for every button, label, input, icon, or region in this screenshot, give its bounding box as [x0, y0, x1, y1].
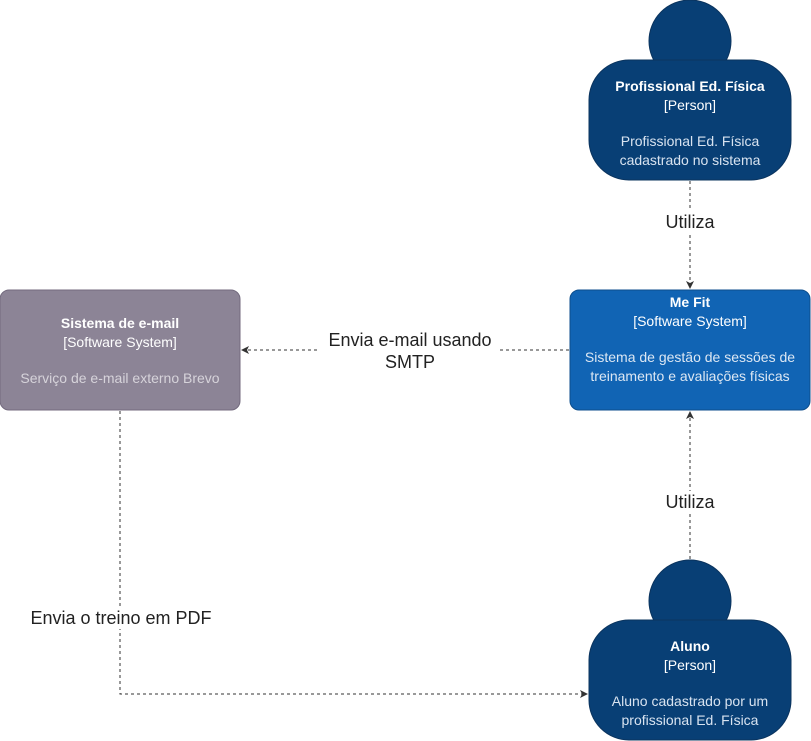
system-mefit-type: [Software System] [633, 313, 747, 329]
person-aluno-type: [Person] [663, 657, 717, 673]
system-email-box[interactable] [0, 289, 241, 411]
edge-label-mefit-smtp: Envia e-mail usando SMTP [320, 329, 500, 373]
person-aluno[interactable] [588, 559, 792, 741]
system-email-description: Serviço de e-mail externo Brevo [20, 370, 220, 386]
system-email-label: Sistema de e-mail [Software System] Serv… [5, 314, 235, 388]
person-aluno-description: Aluno cadastrado por um profissional Ed.… [611, 693, 769, 728]
person-aluno-label: Aluno [Person] Aluno cadastrado por um p… [593, 637, 787, 730]
person-professional-body [588, 59, 792, 181]
person-aluno-body [588, 619, 792, 741]
system-mefit-box[interactable] [569, 289, 811, 411]
edge-label-email-pdf: Envia o treino em PDF [14, 607, 228, 629]
person-professional-description: Profissional Ed. Física cadastrado no si… [619, 133, 761, 168]
person-professional-type: [Person] [663, 97, 717, 113]
person-professional-label: Profissional Ed. Física [Person] Profiss… [593, 77, 787, 170]
person-professional[interactable] [588, 0, 792, 181]
edge-label-professional-utiliza: Utiliza [659, 211, 721, 233]
person-professional-title: Profissional Ed. Física [615, 78, 765, 94]
system-mefit-title: Me Fit [669, 294, 711, 310]
system-mefit-label: Me Fit [Software System] Sistema de gest… [575, 293, 805, 386]
person-aluno-title: Aluno [670, 638, 710, 654]
system-email-title: Sistema de e-mail [60, 315, 180, 331]
system-mefit-description: Sistema de gestão de sessões de treiname… [584, 349, 796, 384]
edge-email-to-aluno [119, 411, 588, 698]
system-email-type: [Software System] [63, 334, 177, 350]
edge-label-aluno-utiliza: Utiliza [659, 491, 721, 513]
